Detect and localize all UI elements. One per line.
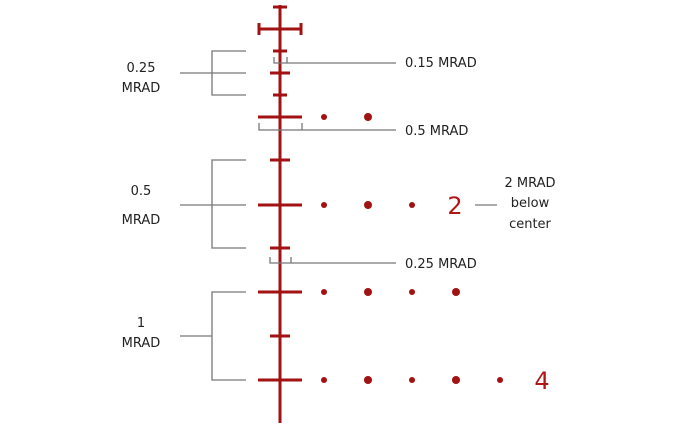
wind-dot (321, 377, 327, 383)
wind-dot (364, 376, 372, 384)
label-1-unit: MRAD (122, 336, 161, 351)
wind-dot (321, 289, 327, 295)
label-025-value: 0.25 (127, 61, 156, 76)
bracket-025 (180, 50, 246, 96)
annotations: 0.25 MRAD 0.5 MRAD 1 MRAD 0.15 MRAD 0.5 … (122, 50, 556, 381)
label-05-value: 0.5 (131, 184, 152, 199)
wind-dot (409, 202, 415, 208)
wind-dot (364, 288, 372, 296)
wind-dot (364, 113, 372, 121)
label-025-unit: MRAD (122, 81, 161, 96)
label-025-mrad: 0.25 MRAD (405, 257, 477, 272)
wind-dot (409, 377, 415, 383)
label-05-mrad: 0.5 MRAD (405, 124, 468, 139)
holdover-number-4: 4 (534, 367, 549, 395)
wind-dots (321, 113, 503, 384)
wind-dot (409, 289, 415, 295)
bracket-05 (180, 159, 246, 249)
bracket-1 (180, 291, 246, 381)
wind-dot (452, 376, 460, 384)
wind-dot (321, 202, 327, 208)
label-below-1: 2 MRAD (504, 176, 555, 191)
wind-dot (497, 377, 503, 383)
wind-dot (321, 114, 327, 120)
wind-dot (452, 288, 460, 296)
reticle: 2 4 (257, 5, 550, 423)
holdover-number-2: 2 (447, 192, 462, 220)
label-05-unit: MRAD (122, 213, 161, 228)
label-1-value: 1 (137, 316, 145, 331)
label-below-3: center (509, 217, 551, 232)
bracket-05-right (258, 123, 396, 131)
bracket-015-right (273, 57, 396, 64)
bracket-025-right (269, 257, 396, 264)
label-015-mrad: 0.15 MRAD (405, 56, 477, 71)
label-below-2: below (511, 196, 550, 211)
wind-dot (364, 201, 372, 209)
